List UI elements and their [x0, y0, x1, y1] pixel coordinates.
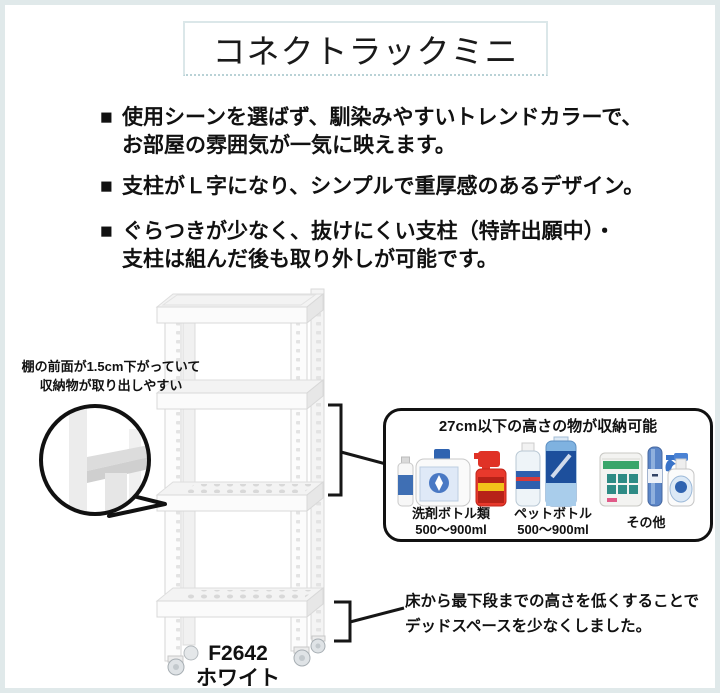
callout-line: 収納物が取り出しやすい — [39, 378, 183, 393]
category-name: 洗剤ボトル類 — [411, 506, 490, 521]
category-name: ペットボトル — [513, 506, 592, 521]
product-model-label: F2642 ホワイト — [173, 641, 303, 690]
shelf-tier — [155, 292, 325, 325]
callout-line: 棚の前面が1.5cm下がっていて — [21, 359, 201, 374]
storage-bracket-line — [328, 403, 387, 497]
page-title: コネクトラックミニ — [212, 32, 519, 70]
caster-wheel-icon — [183, 645, 199, 661]
model-number: F2642 — [208, 642, 268, 665]
note-line: デッドスペースを少なくしました。 — [405, 618, 652, 635]
feature-line: ■ 支柱がＬ字になり、シンプルで重厚感のあるデザイン。 — [100, 173, 644, 201]
category-size: 500〜900ml — [517, 522, 589, 537]
feature-bullet-3: ■ ぐらつきが少なく、抜けにくい支柱（特許出願中）・ 支柱は組んだ後も取り外しが可… — [100, 218, 615, 274]
shelf-front-callout-text: 棚の前面が1.5cm下がっていて 収納物が取り出しやすい — [13, 357, 209, 395]
product-title-box: コネクトラックミニ — [183, 21, 548, 76]
shelf-tier — [155, 586, 325, 619]
storage-box-title: 27cm以下の高さの物が収納可能 — [438, 418, 658, 435]
white-spray-bottle-icon — [665, 453, 695, 507]
color-name: ホワイト — [196, 667, 280, 690]
note-line: 床から最下段までの高さを低くすることで — [405, 593, 700, 610]
floor-bracket-line — [334, 600, 405, 643]
pet-bottle-icon — [515, 442, 541, 507]
floor-clearance-note: 床から最下段までの高さを低くすることで デッドスペースを少なくしました。 — [405, 589, 699, 639]
stick-deodorizer-icon — [647, 446, 663, 507]
caster-wheel-icon — [293, 646, 311, 667]
category-label-other: その他 — [596, 515, 696, 531]
category-name: その他 — [626, 515, 666, 530]
shelf-tier — [155, 480, 325, 513]
category-size: 500〜900ml — [415, 522, 487, 537]
storage-capacity-box: 27cm以下の高さの物が収納可能 — [383, 408, 713, 542]
bullet-square-icon: ■ — [100, 106, 113, 129]
category-label-pet-bottle: ペットボトル 500〜900ml — [493, 506, 613, 538]
bullet-square-icon: ■ — [100, 220, 113, 243]
feature-text: 使用シーンを選ばず、馴染みやすいトレンドカラーで、 — [122, 106, 643, 129]
feature-text: お部屋の雰囲気が一気に映えます。 — [122, 134, 456, 157]
feature-text: 支柱は組んだ後も取り外しが可能です。 — [122, 248, 498, 271]
refill-pouch-icon — [599, 452, 643, 507]
feature-text: 支柱がＬ字になり、シンプルで重厚感のあるデザイン。 — [122, 175, 645, 198]
red-spray-bottle-icon — [474, 451, 507, 507]
storage-product-icons — [397, 436, 695, 507]
figure-graphics — [39, 288, 405, 676]
shelf-tier — [155, 378, 325, 411]
sports-drink-bottle-icon — [545, 436, 577, 507]
feature-bullet-2: ■ 支柱がＬ字になり、シンプルで重厚感のあるデザイン。 — [100, 173, 644, 201]
small-bottle-icon — [397, 456, 414, 507]
magnifier-circle-icon — [39, 404, 151, 516]
feature-line: ■ 使用シーンを選ばず、馴染みやすいトレンドカラーで、 — [100, 104, 642, 132]
caster-wheel-icon — [167, 655, 185, 676]
feature-bullet-1: ■ 使用シーンを選ばず、馴染みやすいトレンドカラーで、 お部屋の雰囲気が一気に映え… — [100, 104, 642, 160]
bullet-square-icon: ■ — [100, 175, 113, 198]
shelf-rack-illustration — [155, 288, 326, 676]
feature-line: ■ ぐらつきが少なく、抜けにくい支柱（特許出願中）・ — [100, 218, 615, 246]
category-label-detergent: 洗剤ボトル類 500〜900ml — [391, 506, 511, 538]
caster-wheel-icon — [310, 635, 326, 654]
magnifier-callout — [39, 404, 167, 518]
feature-text: ぐらつきが少なく、抜けにくい支柱（特許出願中）・ — [122, 220, 616, 243]
detergent-jug-icon — [415, 449, 471, 507]
